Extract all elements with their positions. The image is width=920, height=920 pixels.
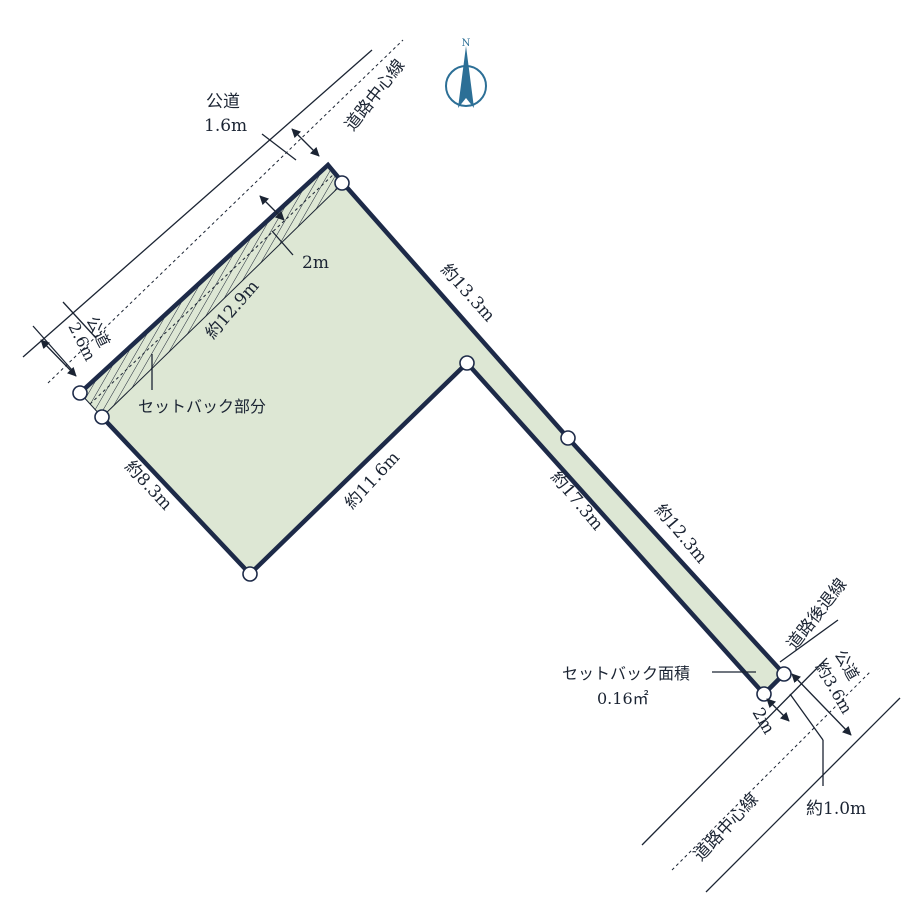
label-offset-1m: 約1.0m	[806, 799, 866, 819]
leader-1-0m	[789, 693, 824, 741]
corner-markers	[72, 175, 792, 702]
dimension-1-6m-arrow	[291, 128, 320, 157]
corner-marker	[242, 566, 258, 582]
north-compass: N	[445, 38, 487, 108]
corner-marker	[94, 409, 110, 425]
corner-marker	[776, 666, 792, 682]
leader-road-setback-line	[779, 619, 839, 663]
dimension-2m-top-arrow	[259, 195, 285, 221]
road-edge-right	[705, 697, 901, 893]
leader-public-road-top	[261, 133, 297, 161]
label-public-road-top-width: 1.6m	[204, 116, 247, 136]
corner-marker	[72, 385, 88, 401]
dimension-2m-bottom-arrow	[766, 698, 790, 722]
dimension-3-6m-arrow	[791, 673, 852, 736]
top-road	[22, 39, 404, 384]
setback-line	[89, 172, 336, 405]
dimension-2-6m-arrow	[40, 339, 77, 377]
compass-needle-icon	[458, 46, 474, 108]
label-setback-area-title: セットバック面積	[562, 664, 690, 683]
corner-marker	[560, 430, 576, 446]
label-setback-area-value: 0.16㎡	[597, 689, 649, 708]
label-setback-part: セットバック部分	[138, 397, 266, 416]
label-road-setback-line: 道路後退線	[783, 575, 851, 654]
leader-2m-top	[271, 230, 294, 256]
label-public-road-top: 公道	[206, 92, 240, 112]
road-edge-outer	[22, 49, 373, 358]
road-center-line-lower	[671, 671, 871, 871]
label-setback-2m-top: 2m	[302, 253, 329, 273]
ext-line-left-2	[62, 301, 97, 339]
label-road-center-bottom: 道路中心線	[690, 790, 763, 866]
dimension-arrows	[32, 128, 852, 786]
lot-area	[80, 165, 784, 694]
compass-north-label: N	[462, 38, 471, 49]
corner-marker	[459, 355, 475, 371]
ext-line-left-1	[32, 325, 73, 371]
corner-marker	[756, 686, 772, 702]
corner-marker	[334, 175, 350, 191]
road-center-line	[47, 39, 404, 384]
